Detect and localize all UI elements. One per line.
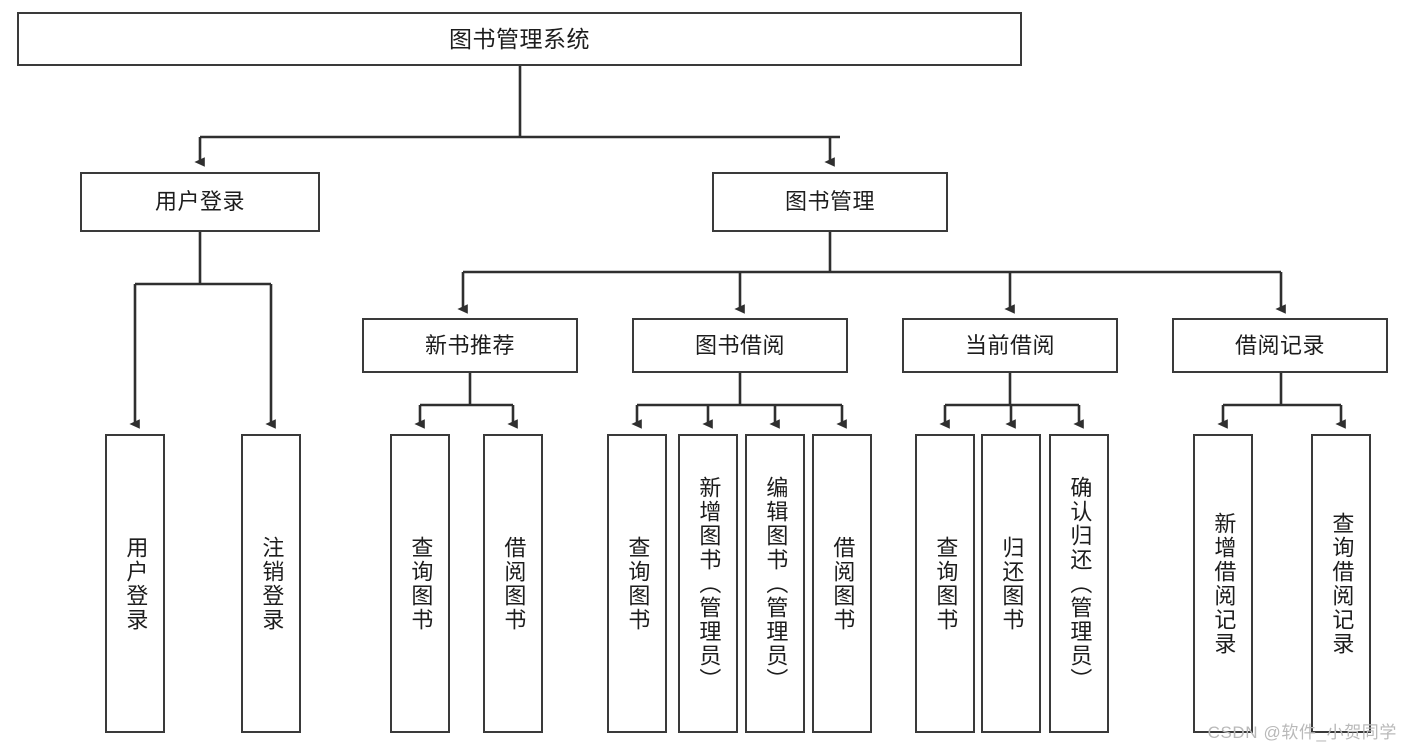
node-new-book-rec[interactable]: 新书推荐 [362,318,578,373]
node-root[interactable]: 图书管理系统 [17,12,1022,66]
node-leaf-confirm-return[interactable]: 确认归还（管理员） [1049,434,1109,733]
node-leaf-return-book-label: 归还图书 [999,535,1025,632]
node-leaf-borrow-book-2[interactable]: 借阅图书 [812,434,872,733]
node-user-login-label: 用户登录 [154,189,245,214]
node-leaf-query-book-1[interactable]: 查询图书 [390,434,450,733]
node-current-borrow-label: 当前借阅 [964,332,1055,358]
node-leaf-query-book-2[interactable]: 查询图书 [607,434,667,733]
node-leaf-edit-book[interactable]: 编辑图书（管理员） [745,434,805,733]
node-leaf-add-book-label: 新增图书（管理员） [696,475,722,692]
node-leaf-borrow-book-1[interactable]: 借阅图书 [483,434,543,733]
node-leaf-query-record[interactable]: 查询借阅记录 [1311,434,1371,733]
node-leaf-add-record[interactable]: 新增借阅记录 [1193,434,1253,733]
node-book-manage[interactable]: 图书管理 [712,172,948,232]
node-borrow-record-label: 借阅记录 [1234,332,1325,358]
node-user-login[interactable]: 用户登录 [80,172,320,232]
node-book-manage-label: 图书管理 [784,189,875,214]
node-leaf-add-book[interactable]: 新增图书（管理员） [678,434,738,733]
node-leaf-borrow-book-1-label: 借阅图书 [501,535,527,632]
node-leaf-query-book-2-label: 查询图书 [625,535,651,632]
node-leaf-query-book-3-label: 查询图书 [933,535,959,632]
node-leaf-user-login-label: 用户登录 [123,535,149,632]
node-borrow-record[interactable]: 借阅记录 [1172,318,1388,373]
node-book-borrow[interactable]: 图书借阅 [632,318,848,373]
node-leaf-query-record-label: 查询借阅记录 [1329,511,1355,656]
node-leaf-query-book-3[interactable]: 查询图书 [915,434,975,733]
node-leaf-edit-book-label: 编辑图书（管理员） [763,475,789,692]
node-current-borrow[interactable]: 当前借阅 [902,318,1118,373]
node-leaf-borrow-book-2-label: 借阅图书 [830,535,856,632]
node-root-label: 图书管理系统 [449,25,590,52]
node-leaf-logout-label: 注销登录 [259,535,285,632]
node-leaf-logout[interactable]: 注销登录 [241,434,301,733]
node-new-book-rec-label: 新书推荐 [424,332,515,358]
node-leaf-user-login[interactable]: 用户登录 [105,434,165,733]
node-leaf-confirm-return-label: 确认归还（管理员） [1067,475,1093,692]
node-leaf-return-book[interactable]: 归还图书 [981,434,1041,733]
node-leaf-add-record-label: 新增借阅记录 [1211,511,1237,656]
node-leaf-query-book-1-label: 查询图书 [408,535,434,632]
node-book-borrow-label: 图书借阅 [694,332,785,358]
